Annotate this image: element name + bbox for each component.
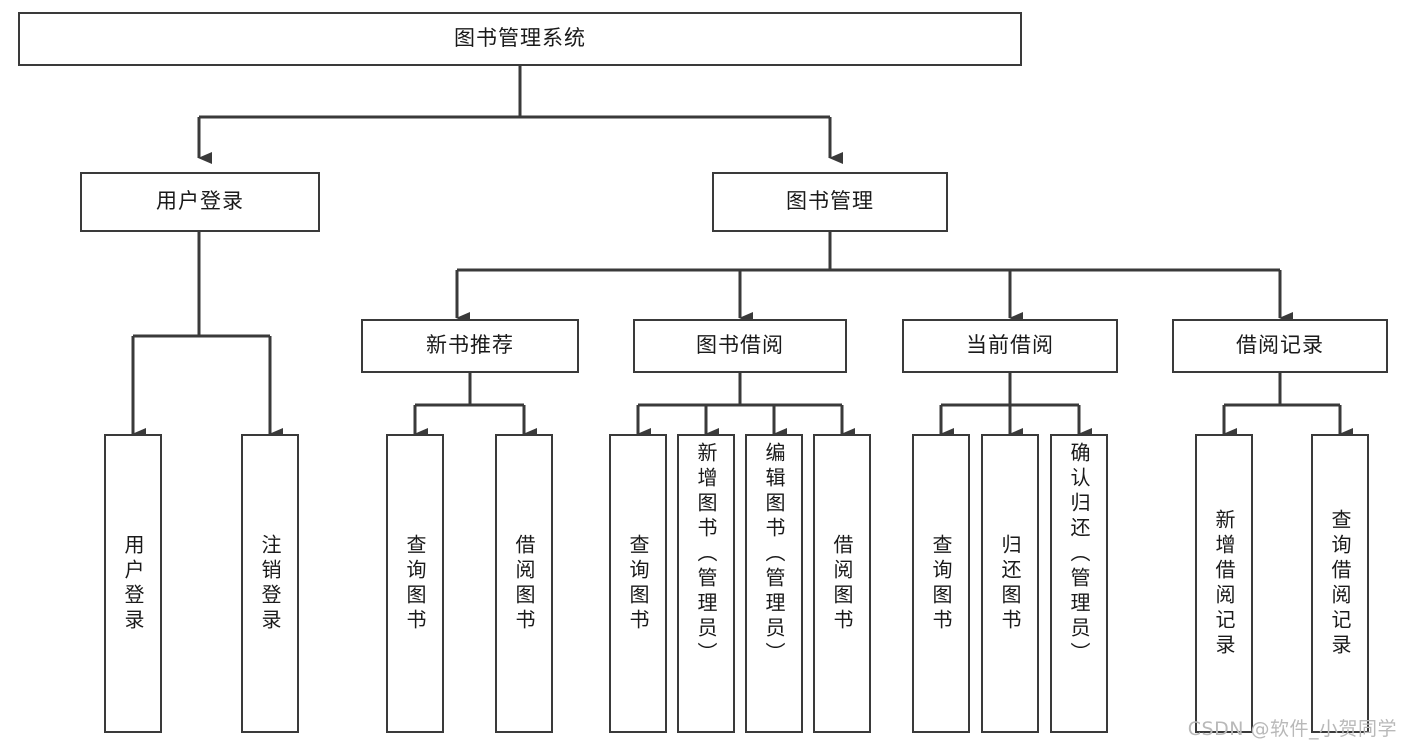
node-leaf-return-book[interactable]: 归还图书 [981, 434, 1039, 733]
node-leaf-edit-book[interactable]: 编辑图书（管理员） [745, 434, 803, 733]
node-user-login[interactable]: 用户登录 [80, 172, 320, 232]
node-leaf-query-book-3-label: 查询图书 [929, 533, 953, 634]
node-leaf-confirm-return-label: 确认归还（管理员） [1067, 442, 1091, 667]
node-leaf-borrow-book-2-label: 借阅图书 [830, 533, 854, 634]
node-leaf-query-book-1-label: 查询图书 [403, 533, 427, 634]
node-leaf-add-book[interactable]: 新增图书（管理员） [677, 434, 735, 733]
node-leaf-borrow-book-1[interactable]: 借阅图书 [495, 434, 553, 733]
node-leaf-logout[interactable]: 注销登录 [241, 434, 299, 733]
node-new-book-rec-label: 新书推荐 [426, 333, 514, 358]
node-leaf-query-record-label: 查询借阅记录 [1328, 508, 1352, 659]
node-current-borrow-label: 当前借阅 [966, 333, 1054, 358]
node-leaf-user-login[interactable]: 用户登录 [104, 434, 162, 733]
node-root[interactable]: 图书管理系统 [18, 12, 1022, 66]
node-new-book-rec[interactable]: 新书推荐 [361, 319, 579, 373]
node-leaf-add-record[interactable]: 新增借阅记录 [1195, 434, 1253, 733]
node-leaf-add-book-label: 新增图书（管理员） [694, 442, 718, 667]
node-leaf-borrow-book-2[interactable]: 借阅图书 [813, 434, 871, 733]
node-leaf-query-book-2-label: 查询图书 [626, 533, 650, 634]
csdn-watermark: CSDN @软件_小贺同学 [1187, 718, 1397, 740]
node-leaf-query-record[interactable]: 查询借阅记录 [1311, 434, 1369, 733]
node-root-label: 图书管理系统 [454, 26, 586, 51]
node-leaf-add-record-label: 新增借阅记录 [1212, 508, 1236, 659]
node-current-borrow[interactable]: 当前借阅 [902, 319, 1118, 373]
node-book-manage[interactable]: 图书管理 [712, 172, 948, 232]
node-leaf-query-book-2[interactable]: 查询图书 [609, 434, 667, 733]
node-leaf-user-login-label: 用户登录 [121, 533, 145, 634]
node-book-manage-label: 图书管理 [786, 189, 874, 214]
node-leaf-return-book-label: 归还图书 [998, 533, 1022, 634]
node-leaf-confirm-return[interactable]: 确认归还（管理员） [1050, 434, 1108, 733]
node-leaf-query-book-3[interactable]: 查询图书 [912, 434, 970, 733]
node-book-borrow[interactable]: 图书借阅 [633, 319, 847, 373]
node-leaf-borrow-book-1-label: 借阅图书 [512, 533, 536, 634]
node-user-login-label: 用户登录 [156, 189, 244, 214]
node-leaf-edit-book-label: 编辑图书（管理员） [762, 442, 786, 667]
node-borrow-record[interactable]: 借阅记录 [1172, 319, 1388, 373]
node-borrow-record-label: 借阅记录 [1236, 333, 1324, 358]
node-leaf-query-book-1[interactable]: 查询图书 [386, 434, 444, 733]
node-book-borrow-label: 图书借阅 [696, 333, 784, 358]
node-leaf-logout-label: 注销登录 [258, 533, 282, 634]
